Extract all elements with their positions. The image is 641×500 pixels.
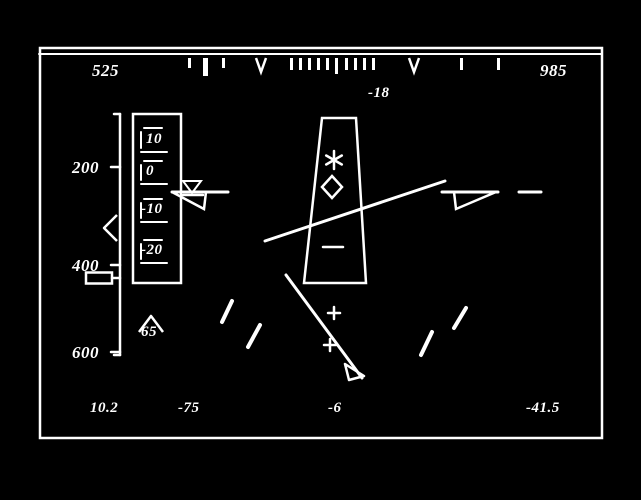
readout-range: 10.2: [90, 400, 119, 416]
flight-path-line: [284, 273, 364, 380]
flight-path-arrowhead-icon: [343, 362, 366, 382]
heading-caret-3: [254, 57, 268, 76]
heading-tick-16: [497, 58, 500, 70]
target-trapezoid: [302, 116, 368, 285]
speed-cue-caret-icon: [138, 314, 164, 333]
altitude-tick-label-400: 400: [72, 256, 99, 275]
readout-bearing: -75: [178, 400, 200, 416]
heading-tick-11: [354, 58, 357, 70]
pitch-ladder-tick-0: [220, 299, 234, 324]
pitch-tape-value-0: 0: [146, 163, 154, 179]
horizon-line: [263, 179, 447, 243]
readout-pitch: -6: [328, 400, 342, 416]
altitude-index-caret: [102, 214, 118, 242]
pitch-ladder-tick-2: [419, 330, 434, 357]
heading-tick-5: [299, 58, 302, 70]
pitch-tape-frame: [131, 112, 183, 285]
heading-readout: -18: [368, 85, 390, 101]
heading-tick-4: [290, 58, 293, 70]
heading-tick-9: [335, 58, 338, 74]
heading-tick-10: [345, 58, 348, 70]
heading-tick-0: [188, 58, 191, 68]
heading-tick-8: [326, 58, 329, 70]
heading-tick-6: [308, 58, 311, 70]
speed-cue-value: 65: [141, 324, 157, 340]
asterisk-icon: [324, 154, 344, 166]
pitch-tape-pointer-triangle: [181, 180, 203, 195]
heading-tick-2: [222, 58, 225, 68]
pitch-tape-value-neg20: -20: [141, 242, 163, 258]
altitude-readout-top-right: 985: [540, 61, 567, 80]
pitch-tape-value-10: 10: [146, 131, 162, 147]
heading-caret-14: [407, 57, 421, 76]
right-horizon-flag-triangle: [452, 190, 497, 211]
pitch-ladder-tick-3: [452, 306, 468, 330]
display-frame: [38, 46, 604, 440]
altitude-tick-label-600: 600: [72, 343, 99, 362]
pitch-tape-value-neg10: -10: [141, 201, 163, 217]
heading-tick-7: [317, 58, 320, 70]
left-horizon-flag-triangle: [171, 190, 208, 211]
heading-tick-12: [363, 58, 366, 70]
diamond-icon: [320, 174, 344, 200]
heading-tick-15: [460, 58, 463, 70]
heading-tick-13: [372, 58, 375, 70]
altitude-tick-label-200: 200: [72, 158, 99, 177]
pitch-ladder-tick-1: [246, 323, 262, 349]
readout-closure: -41.5: [526, 400, 560, 416]
altitude-readout-top-left: 525: [92, 61, 119, 80]
heading-tick-1: [203, 58, 208, 76]
